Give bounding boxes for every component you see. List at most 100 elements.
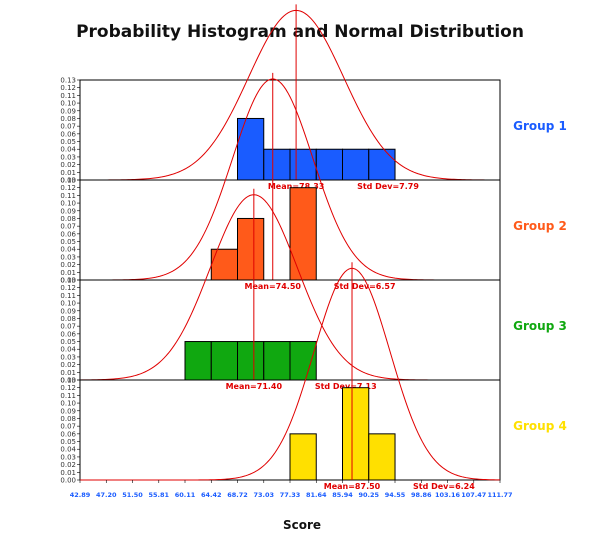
group-2-y-tick-label: 0.11 <box>60 192 76 200</box>
group-3-y-tick-label: 0.06 <box>60 330 76 338</box>
group-4-bar <box>368 433 396 481</box>
x-tick-label: 111.77 <box>487 491 512 499</box>
group-4-y-tick-label: 0.10 <box>60 400 76 408</box>
group-1-y-tick-label: 0.08 <box>60 115 76 123</box>
group-4-y-tick-label: 0.07 <box>60 423 76 431</box>
group-1-std-label: Std Dev=7.79 <box>357 182 419 191</box>
group-1-y-tick-label: 0.10 <box>60 100 76 108</box>
group-3-bar <box>263 341 291 381</box>
group-3-legend-label: Group 3 <box>513 319 567 333</box>
group-4-y-tick-label: 0.09 <box>60 407 76 415</box>
x-axis-label: Score <box>282 518 322 532</box>
group-4-y-tick-label: 0.04 <box>60 446 76 454</box>
group-3-y-tick-label: 0.03 <box>60 353 76 361</box>
group-3-y-tick-label: 0.01 <box>60 369 76 377</box>
group-1-bar <box>342 148 370 181</box>
group-2-y-tick-label: 0.09 <box>60 207 76 215</box>
group-3-y-tick-label: 0.05 <box>60 338 76 346</box>
group-3-y-tick-label: 0.09 <box>60 307 76 315</box>
group-2-y-tick-label: 0.13 <box>60 177 76 185</box>
group-1-y-tick-label: 0.11 <box>60 92 76 100</box>
x-tick-label: 73.03 <box>253 491 274 499</box>
group-3-bar <box>184 341 212 381</box>
group-4-y-tick-label: 0.01 <box>60 469 76 477</box>
group-1-y-tick-label: 0.09 <box>60 107 76 115</box>
group-3-y-tick-label: 0.12 <box>60 284 76 292</box>
group-3-std-label: Std Dev=7.13 <box>315 382 377 391</box>
group-4-y-tick-label: 0.11 <box>60 392 76 400</box>
group-4-y-tick-label: 0.00 <box>60 477 76 485</box>
group-2-bar <box>289 187 317 281</box>
group-4-bar <box>289 433 317 481</box>
group-3-y-tick-label: 0.04 <box>60 346 76 354</box>
group-3-y-tick-label: 0.02 <box>60 361 76 369</box>
group-1-y-tick-label: 0.13 <box>60 77 76 85</box>
group-1-y-tick-label: 0.03 <box>60 153 76 161</box>
group-2-legend-label: Group 2 <box>513 219 567 233</box>
group-3-y-tick-label: 0.11 <box>60 292 76 300</box>
group-2-y-tick-label: 0.08 <box>60 215 76 223</box>
x-tick-label: 85.94 <box>332 491 353 499</box>
group-4-std-label: Std Dev=6.24 <box>413 482 475 491</box>
group-4-y-tick-label: 0.03 <box>60 453 76 461</box>
group-3-bar <box>289 341 317 381</box>
x-tick-label: 90.25 <box>358 491 379 499</box>
group-2-bar <box>237 217 265 281</box>
x-tick-label: 107.47 <box>461 491 486 499</box>
group-2-y-tick-label: 0.10 <box>60 200 76 208</box>
group-4-normal-curve <box>80 267 501 481</box>
x-tick-label: 64.42 <box>201 491 222 499</box>
group-4-y-tick-label: 0.12 <box>60 384 76 392</box>
x-tick-label: 60.11 <box>175 491 196 499</box>
group-4-legend-label: Group 4 <box>513 419 567 433</box>
group-4-mean-label: Mean=87.50 <box>324 482 381 491</box>
group-2-y-tick-label: 0.12 <box>60 184 76 192</box>
x-tick-label: 55.81 <box>148 491 169 499</box>
group-2-std-label: Std Dev=6.57 <box>334 282 396 291</box>
group-3-bar <box>210 341 239 381</box>
group-1-legend-label: Group 1 <box>513 119 567 133</box>
x-tick-label: 68.72 <box>227 491 248 499</box>
group-2-y-tick-label: 0.06 <box>60 230 76 238</box>
group-1-y-tick-label: 0.06 <box>60 130 76 138</box>
group-3-y-tick-label: 0.08 <box>60 315 76 323</box>
group-2-y-tick-label: 0.07 <box>60 223 76 231</box>
group-1-y-tick-label: 0.12 <box>60 84 76 92</box>
group-2-mean-label: Mean=74.50 <box>244 282 301 291</box>
group-3-bar <box>237 341 265 381</box>
x-tick-label: 103.16 <box>435 491 461 499</box>
group-1-mean-label: Mean=78.33 <box>268 182 325 191</box>
group-4-y-tick-label: 0.06 <box>60 430 76 438</box>
x-tick-label: 47.20 <box>96 491 117 499</box>
x-tick-label: 42.89 <box>70 491 91 499</box>
x-tick-label: 77.33 <box>280 491 301 499</box>
group-3-y-tick-label: 0.07 <box>60 323 76 331</box>
group-2-y-tick-label: 0.03 <box>60 253 76 261</box>
group-4-y-tick-label: 0.13 <box>60 377 76 385</box>
group-1-bar <box>289 148 317 181</box>
group-1-y-tick-label: 0.01 <box>60 169 76 177</box>
group-2-y-tick-label: 0.00 <box>60 277 76 285</box>
group-1-bar <box>263 148 291 181</box>
x-tick-label: 51.50 <box>122 491 143 499</box>
group-2-y-tick-label: 0.02 <box>60 261 76 269</box>
group-4-y-tick-label: 0.02 <box>60 461 76 469</box>
group-1-y-tick-label: 0.05 <box>60 138 76 146</box>
group-4-y-tick-label: 0.08 <box>60 415 76 423</box>
group-1-bar <box>237 117 265 181</box>
group-3-mean-label: Mean=71.40 <box>226 382 283 391</box>
group-1-normal-curve <box>80 9 500 181</box>
group-2-y-tick-label: 0.05 <box>60 238 76 246</box>
group-3-y-tick-label: 0.10 <box>60 300 76 308</box>
group-2-y-tick-label: 0.04 <box>60 246 76 254</box>
group-3-y-tick-label: 0.00 <box>60 377 76 385</box>
x-tick-label: 94.55 <box>385 491 406 499</box>
group-1-y-tick-label: 0.07 <box>60 123 76 131</box>
group-1-bar <box>315 148 344 181</box>
group-2-y-tick-label: 0.01 <box>60 269 76 277</box>
group-3-y-tick-label: 0.13 <box>60 277 76 285</box>
x-tick-label: 81.64 <box>306 491 327 499</box>
group-4-y-tick-label: 0.05 <box>60 438 76 446</box>
group-1-y-tick-label: 0.00 <box>60 177 76 185</box>
